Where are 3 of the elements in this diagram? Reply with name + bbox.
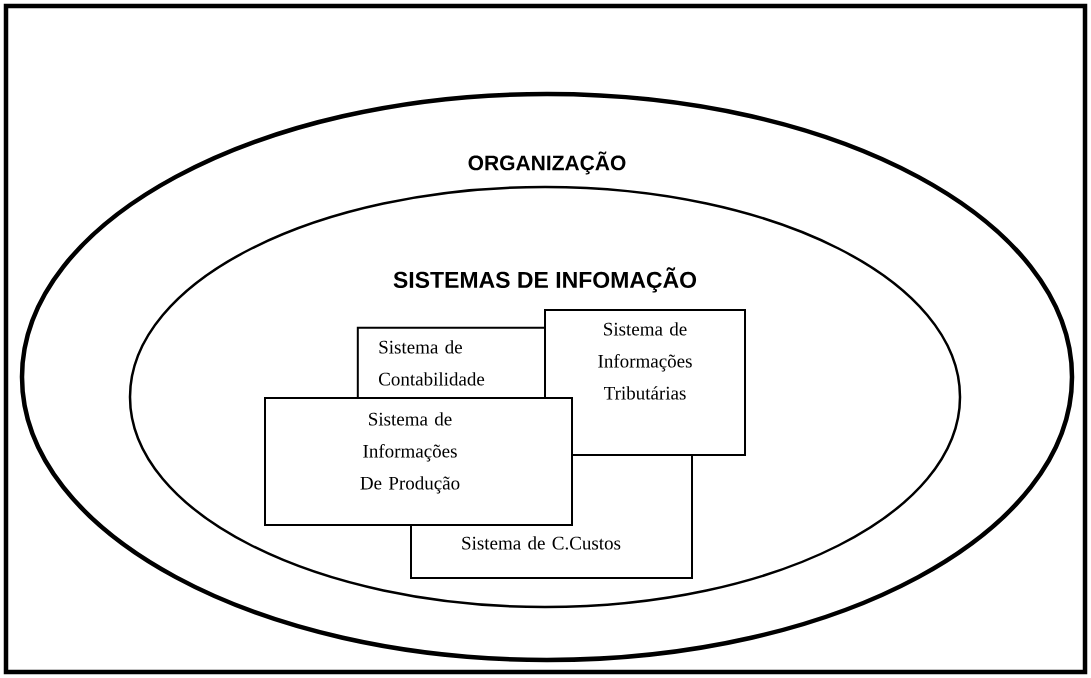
system-box: Sistema de Contabilidade	[356, 326, 547, 400]
system-box: Sistema de Informações Tributárias	[544, 309, 746, 456]
system-box: Sistema de Informações De Produção	[264, 397, 573, 526]
